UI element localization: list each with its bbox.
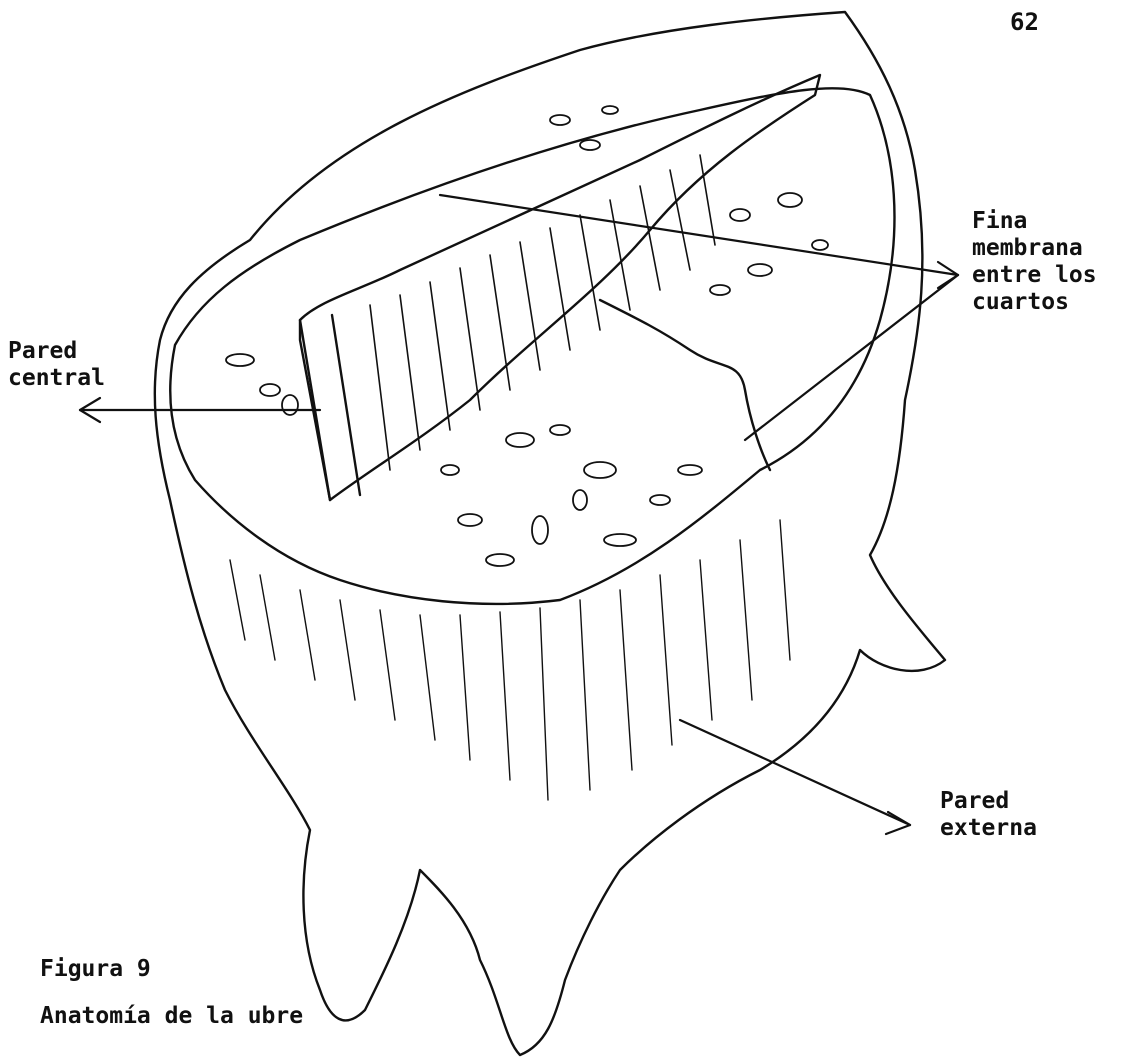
label-central-wall: Pared central <box>8 338 105 392</box>
body-hatching <box>230 520 790 800</box>
figure-caption: Anatomía de la ubre <box>40 1003 303 1029</box>
udder-outline <box>155 12 945 1055</box>
membrane-line <box>600 300 770 470</box>
label-external-wall: Pared externa <box>940 788 1037 842</box>
figure-number: Figura 9 <box>40 956 151 982</box>
label-thin-membrane: Fina membrana entre los cuartos <box>972 208 1097 316</box>
wall-hatching <box>370 155 715 470</box>
leader-arrows <box>80 195 958 834</box>
